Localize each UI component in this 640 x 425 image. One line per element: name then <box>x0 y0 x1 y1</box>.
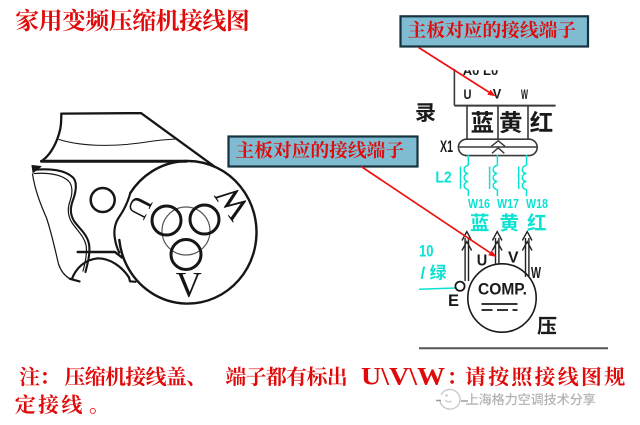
svg-text:W: W <box>521 86 528 102</box>
svg-text:A0 L0: A0 L0 <box>463 63 498 78</box>
svg-text:V: V <box>508 249 519 266</box>
svg-text:X1: X1 <box>440 137 453 156</box>
svg-text:W: W <box>207 178 258 228</box>
svg-text:V: V <box>176 265 202 305</box>
svg-text:U: U <box>464 86 472 102</box>
svg-text:V: V <box>493 86 502 102</box>
svg-text:W18: W18 <box>526 197 548 211</box>
svg-text:W17: W17 <box>497 197 519 211</box>
svg-text:COMP.: COMP. <box>478 280 527 298</box>
svg-text:10: 10 <box>419 241 434 260</box>
svg-text:U\V\W: U\V\W <box>361 363 445 390</box>
svg-text:W16: W16 <box>468 197 490 211</box>
svg-text:U: U <box>477 252 488 269</box>
svg-text:/: / <box>421 264 426 283</box>
svg-text:W: W <box>531 265 542 282</box>
svg-text:L2: L2 <box>435 169 451 186</box>
svg-text:E: E <box>448 291 459 310</box>
